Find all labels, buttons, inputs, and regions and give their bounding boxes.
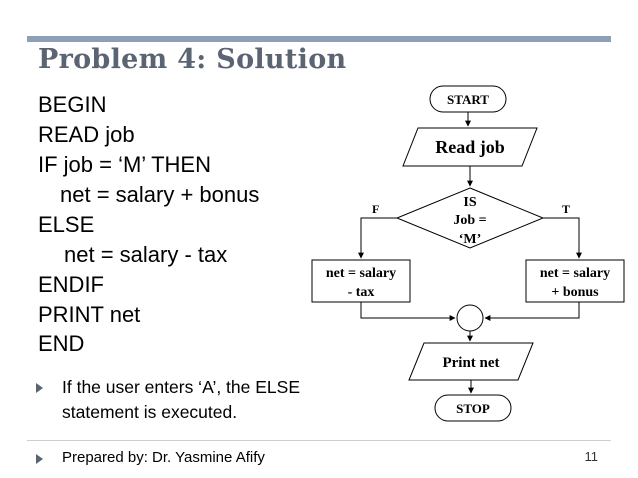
true-process-line: + bonus (551, 285, 599, 300)
true-branch-arrow (543, 217, 582, 259)
stop-terminator (434, 394, 512, 422)
pseudocode-line: IF job = ‘M’ THEN (38, 152, 211, 177)
pseudocode-line: PRINT net (38, 302, 141, 327)
true-process-box (525, 259, 625, 303)
true-label: T (562, 202, 570, 216)
pseudocode-line: END (38, 331, 85, 356)
page-number: 11 (584, 449, 599, 464)
start-label: START (447, 92, 489, 107)
pseudocode-line: net = salary - tax (64, 242, 228, 267)
pseudocode-line: READ job (38, 122, 135, 147)
false-process-box (311, 259, 411, 303)
footer-divider (27, 440, 611, 441)
slide-title: Problem 4: Solution (38, 44, 347, 75)
title-accent-bar (27, 36, 611, 42)
false-branch-arrow (358, 217, 397, 259)
decision-diamond (395, 187, 545, 249)
read-label: Read job (435, 137, 505, 157)
print-label: Print net (442, 355, 499, 371)
false-label: F (372, 202, 379, 216)
false-process-line: net = salary (326, 266, 396, 281)
pseudocode-line: BEGIN (38, 92, 107, 117)
true-process-line: net = salary (540, 266, 610, 281)
stop-label: STOP (456, 401, 490, 416)
decision-label-line: Job = (453, 213, 486, 228)
pseudocode-line: net = salary + bonus (60, 182, 260, 207)
footer-bullet-icon (36, 454, 43, 464)
merge-arrow-right (484, 302, 580, 321)
merge-arrow-left (360, 302, 456, 321)
decision-label-line: ‘M’ (459, 232, 482, 247)
bullet-text: statement is executed. (62, 402, 238, 422)
false-process-line: - tax (348, 285, 375, 300)
footer-credit: Prepared by: Dr. Yasmine Afify (62, 449, 265, 466)
pseudocode-line: ELSE (38, 212, 95, 237)
print-output-box (408, 342, 534, 381)
bullet-marker-icon (36, 383, 43, 393)
bullet-text: If the user enters ‘A’, the ELSE (62, 377, 300, 397)
decision-label-line: IS (463, 195, 476, 210)
pseudocode-line: ENDIF (38, 272, 104, 297)
read-input-box (402, 127, 538, 167)
connector-circle (456, 304, 484, 332)
